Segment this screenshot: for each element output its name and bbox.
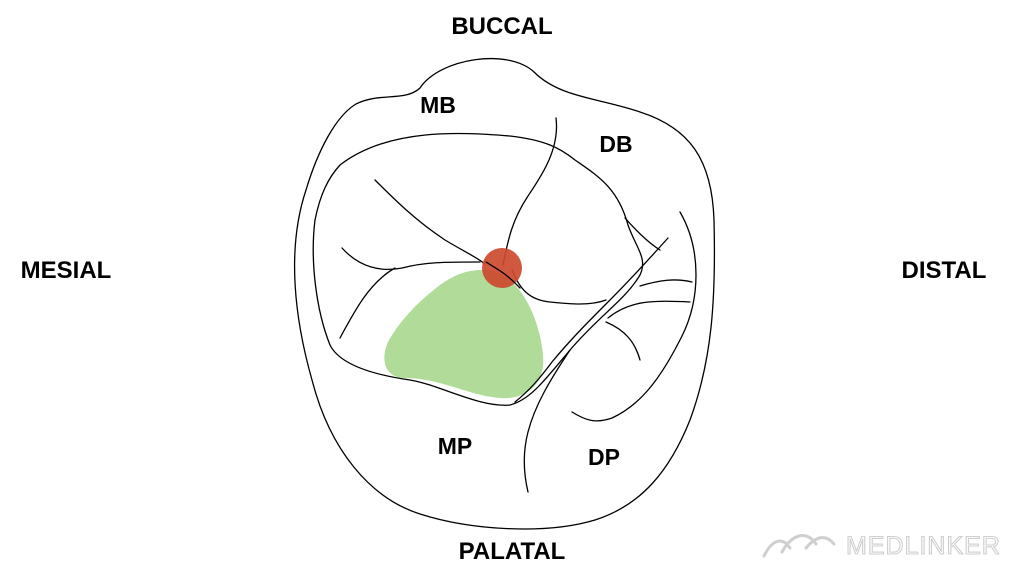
label-buccal: BUCCAL — [451, 13, 552, 40]
palatal-groove — [523, 349, 571, 493]
highlight-region — [384, 269, 544, 399]
marker-point — [482, 248, 522, 288]
watermark-text: MEDLINKER — [846, 532, 1001, 560]
distal-groove — [624, 217, 661, 251]
cusp-label-dp: DP — [588, 444, 620, 470]
distal-palatal-groove-lower — [605, 321, 641, 361]
label-palatal: PALATAL — [459, 538, 566, 565]
mesial-secondary-groove — [374, 179, 486, 265]
distal-fissure-branch-2 — [639, 279, 693, 287]
distal-fissure-branch — [607, 300, 691, 319]
tooth-outline — [293, 58, 716, 530]
label-distal: DISTAL — [902, 257, 987, 284]
watermark: MEDLINKER — [762, 531, 1001, 561]
cusp-label-mb: MB — [420, 92, 456, 118]
mesial-palatal-groove — [339, 267, 396, 339]
distal-palatal-cusp-boundary — [571, 211, 697, 422]
label-mesial: MESIAL — [21, 257, 112, 284]
cusp-label-mp: MP — [438, 433, 473, 459]
waves-logo-icon — [762, 534, 836, 558]
marker-groove-overlay — [485, 261, 521, 289]
distal-palatal-groove-upper — [514, 237, 669, 403]
mesial-groove — [341, 247, 481, 271]
cusp-label-db: DB — [599, 131, 632, 157]
oblique-groove — [511, 269, 607, 305]
central-buccal-groove — [502, 117, 558, 266]
